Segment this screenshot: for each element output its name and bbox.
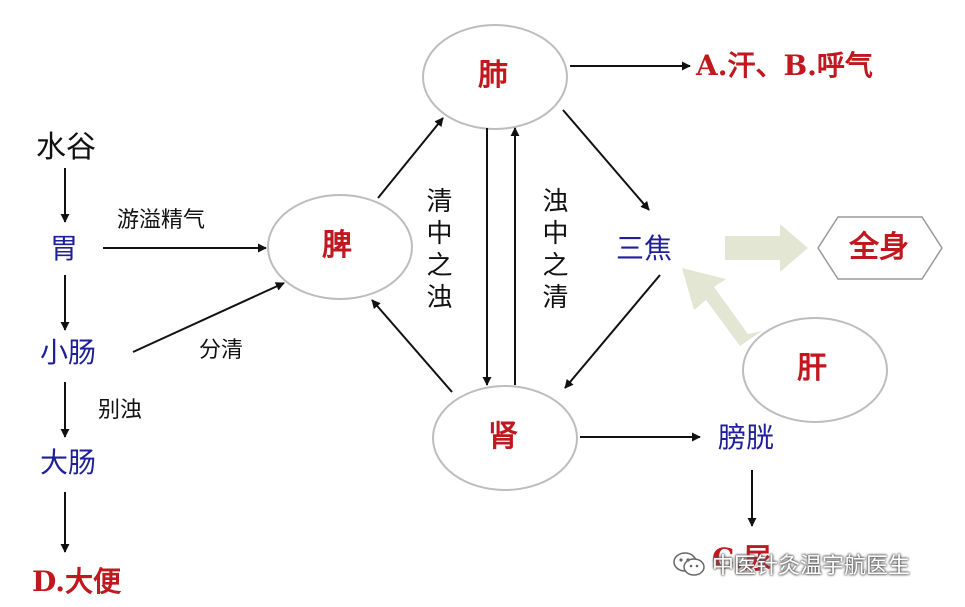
separate-turbid-label: 别浊 [98, 398, 143, 423]
large-intestine-label: 大肠 [40, 446, 97, 479]
faded-arrow-liver-to-sanjiao [682, 268, 762, 346]
lung-circle [422, 24, 568, 130]
whole-body-label: 全身 [849, 230, 909, 265]
arrow-lung-to-sanjiao [562, 109, 650, 211]
bladder-label: 膀胱 [718, 421, 775, 454]
water-grain-label: 水谷 [36, 130, 96, 165]
liver-circle [742, 317, 888, 423]
sanjiao-label: 三焦 [616, 232, 673, 265]
liver-label: 肝 [797, 351, 827, 386]
arrow-sanjiao-to-kidney [564, 274, 661, 389]
arrow-kidney-to-spleen [371, 299, 453, 393]
clear-in-turbid-label: 浊中之清 [538, 187, 568, 315]
spleen-label: 脾 [322, 228, 352, 263]
whole-body-hexagon [817, 216, 943, 280]
turbid-in-clear-label: 清中之浊 [422, 187, 452, 315]
arrow-spleen-to-lung [377, 117, 444, 199]
faded-arrow-to-whole-body [725, 224, 808, 272]
arrow-small-intestine-to-spleen [132, 282, 285, 353]
stool-output-label: D.大便 [32, 565, 122, 598]
watermark: 中医针灸温宇航医生 [672, 548, 910, 580]
watermark-text: 中医针灸温宇航医生 [712, 554, 911, 579]
spleen-circle [267, 194, 413, 300]
stomach-label: 胃 [50, 232, 79, 265]
essence-overflow-label: 游溢精气 [117, 208, 206, 233]
kidney-label: 肾 [488, 419, 518, 454]
separate-clear-label: 分清 [199, 338, 244, 363]
lung-label: 肺 [478, 58, 508, 93]
urine-output-label: C.尿 [712, 542, 772, 575]
sweat-breath-output-label: A.汗、B.呼气 [696, 49, 873, 82]
wechat-logo-icon [673, 552, 705, 576]
small-intestine-label: 小肠 [40, 336, 97, 369]
kidney-circle [432, 385, 578, 491]
